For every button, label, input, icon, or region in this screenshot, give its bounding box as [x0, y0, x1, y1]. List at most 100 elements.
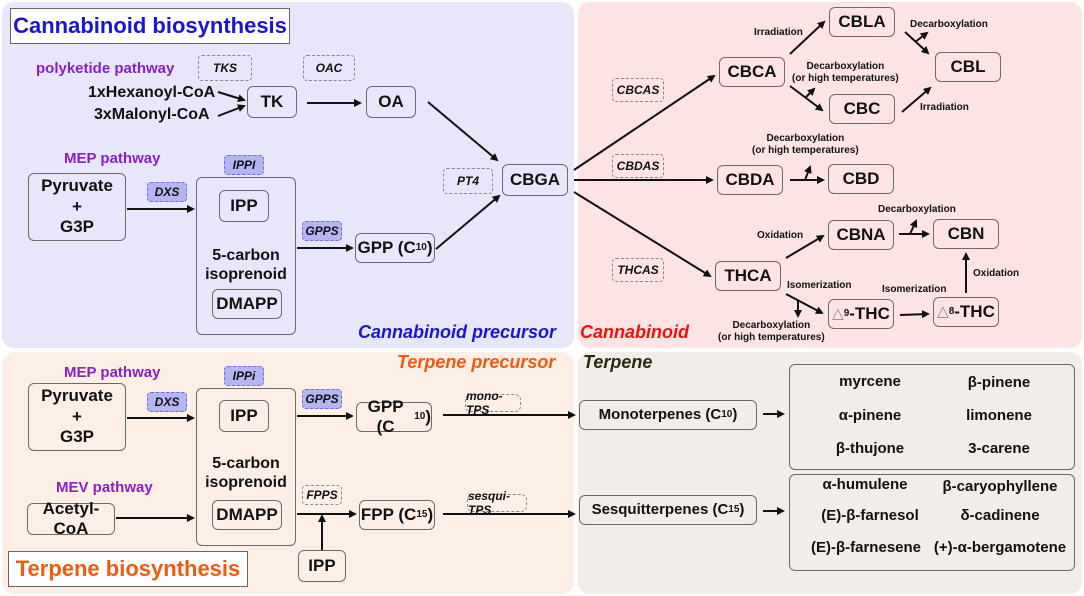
- pyruvate-text: Pyruvate: [41, 176, 113, 196]
- malonyl-coa: 3xMalonyl-CoA: [94, 106, 210, 123]
- monoterpene-item: β-pinene: [967, 374, 1031, 391]
- sesquiterpene-item: (E)-β-farnesol: [821, 507, 919, 524]
- isomerization-label-2: Isomerization: [882, 284, 947, 295]
- sesquiterpene-list: [789, 474, 1075, 571]
- mev-pathway-label: MEV pathway: [56, 479, 153, 496]
- isoprenoid-label-top: 5-carbon isoprenoid: [196, 246, 296, 284]
- hexanoyl-coa: 1xHexanoyl-CoA: [88, 84, 216, 101]
- monoterpenes-text: Monoterpenes (C: [598, 406, 722, 423]
- enzyme-sesqui-tps: sesqui-TPS: [467, 489, 527, 517]
- sesquiterpenes-text: Sesquitterpenes (C: [591, 501, 729, 518]
- decarboxylation-label-cbna: Decarboxylation: [878, 204, 956, 215]
- enzyme-oac: OAC: [303, 55, 355, 81]
- g3p-text: G3P: [59, 217, 95, 237]
- enzyme-cbdas: CBDAS: [612, 154, 664, 178]
- terpene-panel: [578, 352, 1082, 594]
- sesquiterpene-item: β-caryophyllene: [942, 478, 1058, 495]
- enzyme-ippi-top: IPPI: [224, 155, 264, 175]
- pyruvate-text: Pyruvate: [41, 386, 113, 406]
- monoterpene-list: [789, 364, 1075, 470]
- decarb-line-1: Decarboxylation: [732, 320, 811, 331]
- gpp-sub: 10: [414, 411, 426, 422]
- cbc-box: CBC: [829, 94, 895, 124]
- decarboxylation-label-cbca: Decarboxylation (or high temperatures): [792, 61, 899, 84]
- isoprenoid-container-top: [196, 177, 296, 335]
- enzyme-dxs-bottom: DXS: [147, 392, 187, 412]
- dmapp-box-top: DMAPP: [212, 289, 282, 319]
- monoterpene-item: β-thujone: [835, 440, 905, 457]
- cannabinoid-label: Cannabinoid: [580, 322, 689, 342]
- plus-text: +: [72, 196, 82, 216]
- cbn-box: CBN: [933, 219, 999, 249]
- enzyme-cbcas: CBCAS: [612, 78, 664, 102]
- pyruvate-g3p-box-top: Pyruvate + G3P: [28, 173, 126, 241]
- isomerization-label-1: Isomerization: [787, 280, 852, 291]
- tk-box: TK: [247, 86, 297, 118]
- gpp-end: ): [425, 406, 431, 426]
- oxidation-label-2: Oxidation: [973, 268, 1020, 279]
- monoterpene-item: 3-carene: [968, 440, 1030, 457]
- d8-thc-box: △8-THC: [933, 297, 999, 327]
- enzyme-fpps: FPPS: [302, 485, 342, 505]
- monoterpenes-end: ): [732, 406, 738, 423]
- enzyme-ippi-bottom: IPPi: [224, 366, 264, 386]
- mep-pathway-label-bottom: MEP pathway: [64, 364, 161, 381]
- gpp-sub: 10: [415, 242, 427, 253]
- dmapp-box-bottom: DMAPP: [212, 500, 282, 530]
- sesquiterpene-item: (E)-β-farnesene: [810, 539, 922, 556]
- plus-text: +: [72, 406, 82, 426]
- polyketide-pathway-label: polyketide pathway: [36, 60, 175, 77]
- cbl-box: CBL: [935, 52, 1001, 82]
- isoprenoid-line-2: isoprenoid: [205, 266, 287, 284]
- enzyme-tks: TKS: [198, 55, 252, 81]
- pyruvate-g3p-box-bottom: Pyruvate + G3P: [28, 383, 126, 451]
- enzyme-gpps-bottom: GPPS: [302, 389, 342, 409]
- d9-sup: 9: [843, 308, 850, 319]
- decarb-line-1: Decarboxylation: [766, 133, 845, 144]
- cannabinoid-biosynthesis-panel: [2, 2, 574, 348]
- monoterpene-item: myrcene: [839, 373, 901, 390]
- irradiation-label-2: Irradiation: [920, 102, 969, 113]
- decarb-line-2: (or high temperatures): [718, 331, 825, 343]
- isoprenoid-line-2: isoprenoid: [205, 474, 287, 492]
- d8-sup: 8: [948, 306, 955, 317]
- cbca-box: CBCA: [719, 57, 785, 87]
- decarb-line-2: (or high temperatures): [752, 144, 859, 156]
- monoterpenes-sub: 10: [721, 409, 733, 420]
- terpene-precursor-label: Terpene precursor: [397, 352, 556, 372]
- enzyme-mono-tps: mono-TPS: [465, 389, 521, 417]
- gpp-text: GPP (C: [367, 396, 404, 436]
- sesquiterpene-item: (+)-α-bergamotene: [933, 539, 1067, 556]
- delta-icon: △: [832, 305, 844, 322]
- enzyme-pt4: PT4: [443, 168, 493, 194]
- enzyme-gpps-top: GPPS: [302, 221, 342, 241]
- fpp-text: FPP (C: [360, 504, 417, 524]
- decarb-line-2: (or high temperatures): [792, 72, 899, 84]
- ipp-extra-box: IPP: [298, 550, 346, 582]
- gpp-text: GPP (C: [357, 237, 416, 257]
- fpp-sub: 15: [416, 509, 428, 520]
- cbd-box: CBD: [828, 164, 894, 194]
- d8-name: -THC: [954, 301, 995, 321]
- ipp-box-bottom: IPP: [219, 400, 269, 432]
- terpene-biosynthesis-title: Terpene biosynthesis: [8, 551, 248, 587]
- cannabinoid-precursor-label: Cannabinoid precursor: [358, 322, 557, 342]
- monoterpene-item: limonene: [966, 407, 1032, 424]
- cbla-box: CBLA: [829, 7, 895, 37]
- sesquiterpenes-sub: 15: [728, 504, 740, 515]
- delta-icon: △: [937, 303, 949, 320]
- mep-pathway-label-top: MEP pathway: [64, 150, 161, 167]
- d9-thc-box: △9-THC: [828, 299, 894, 329]
- d9-name: -THC: [849, 303, 890, 323]
- isoprenoid-line-1: 5-carbon: [212, 455, 280, 472]
- cbna-box: CBNA: [828, 220, 894, 250]
- g3p-text: G3P: [59, 427, 95, 447]
- sesquiterpenes-end: ): [739, 501, 745, 518]
- oa-box: OA: [366, 86, 416, 118]
- thca-box: THCA: [715, 261, 781, 291]
- sesquiterpene-item: δ-cadinene: [960, 507, 1040, 524]
